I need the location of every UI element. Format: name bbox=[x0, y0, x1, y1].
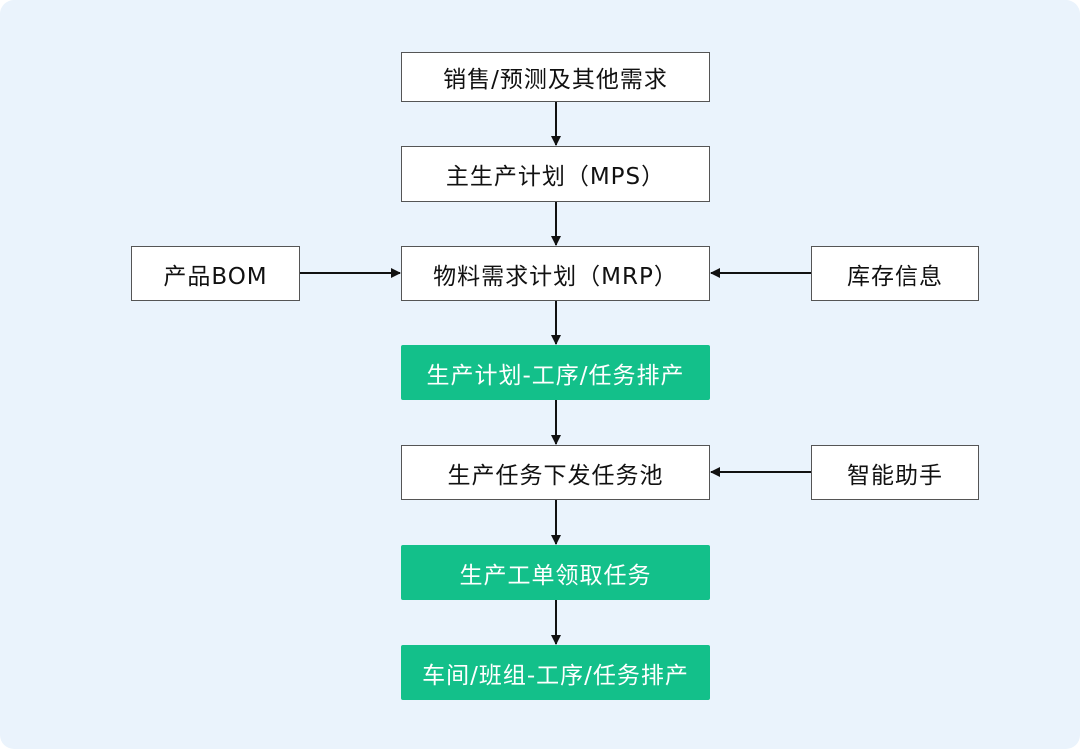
node-mps: 主生产计划（MPS） bbox=[401, 146, 710, 202]
node-work-order-claim: 生产工单领取任务 bbox=[401, 545, 710, 600]
node-task-pool: 生产任务下发任务池 bbox=[401, 445, 710, 500]
node-sales-forecast: 销售/预测及其他需求 bbox=[401, 52, 710, 102]
node-product-bom: 产品BOM bbox=[131, 246, 300, 301]
node-workshop-scheduling: 车间/班组-工序/任务排产 bbox=[401, 645, 710, 700]
node-mrp: 物料需求计划（MRP） bbox=[401, 246, 710, 301]
node-production-scheduling: 生产计划-工序/任务排产 bbox=[401, 345, 710, 400]
node-smart-assistant: 智能助手 bbox=[811, 445, 979, 500]
node-inventory-info: 库存信息 bbox=[811, 246, 979, 301]
